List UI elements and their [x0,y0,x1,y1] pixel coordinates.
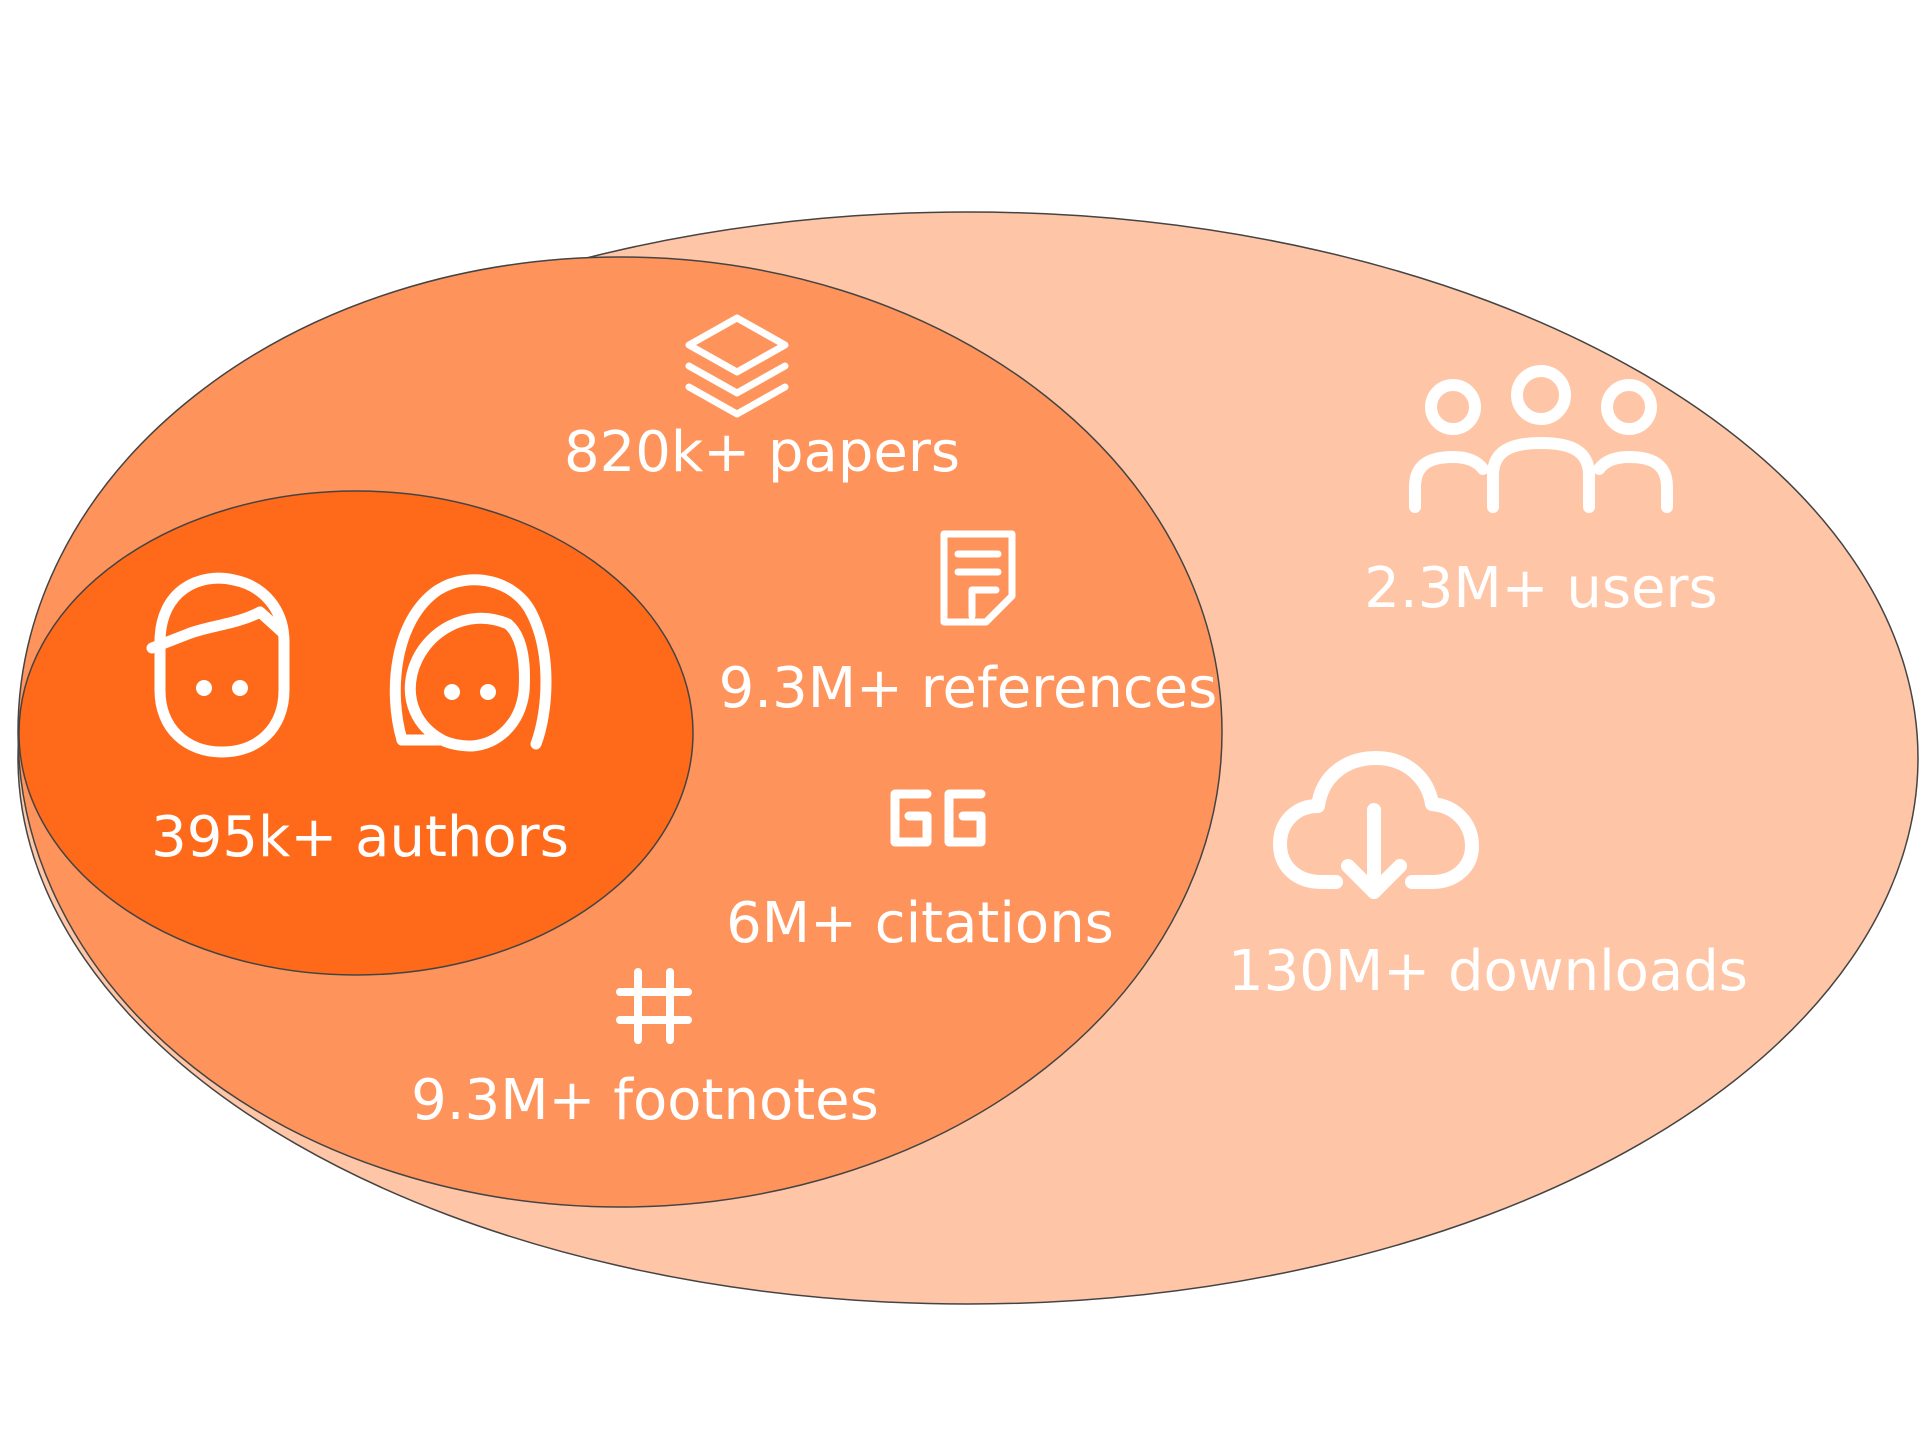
citations-label: 6M+ citations [726,891,1114,956]
inner-ellipse [18,490,694,976]
cloud-download-icon [1273,751,1479,899]
document-icon [940,530,1016,626]
quote-icon [890,789,986,847]
hashtag-icon [616,968,692,1044]
downloads-label: 130M+ downloads [1228,939,1748,1004]
authors-label: 395k+ authors [151,805,569,870]
references-label: 9.3M+ references [719,656,1218,721]
papers-label: 820k+ papers [564,420,960,485]
male-face-icon [146,572,290,758]
users-label: 2.3M+ users [1364,556,1717,621]
female-face-icon [389,574,552,752]
layers-icon [685,314,789,418]
footnotes-label: 9.3M+ footnotes [411,1068,879,1133]
users-group-icon [1409,365,1673,513]
